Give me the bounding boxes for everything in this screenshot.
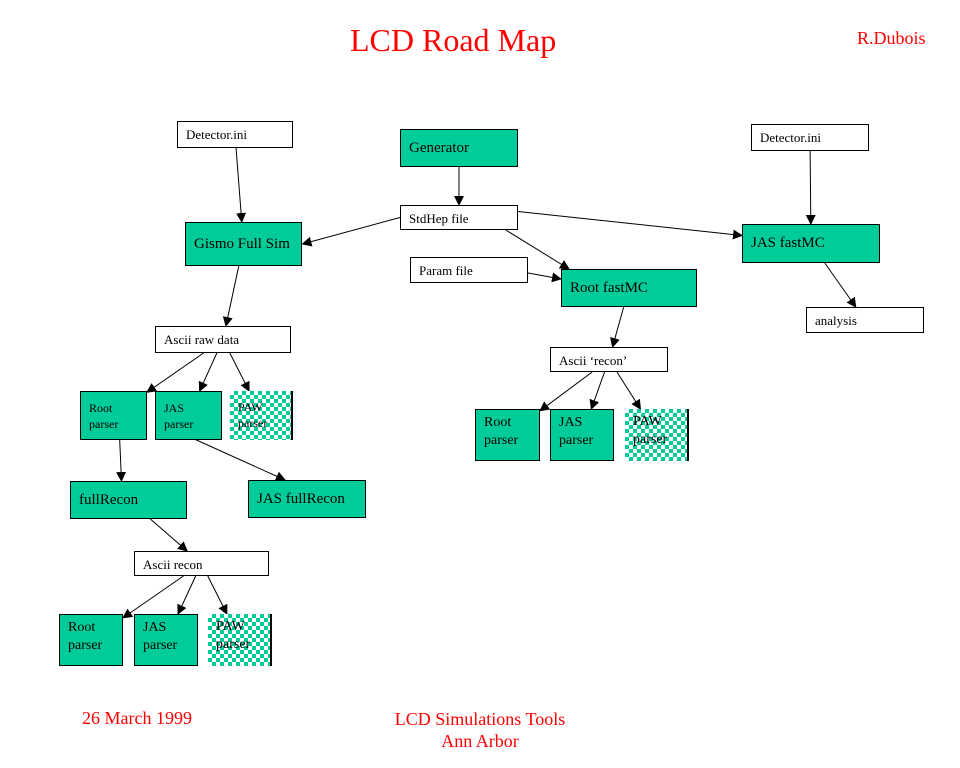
node-label-line2: parser [143, 638, 178, 653]
rec-root-parser-box[interactable]: Root parser [59, 614, 123, 666]
node-label: Detector.ini [760, 130, 822, 145]
node-label-line1: PAW [238, 400, 263, 414]
node-label-line2: parser [633, 432, 668, 447]
raw-paw-parser-box[interactable]: PAW parser [230, 391, 293, 440]
node-label-line1: Root [68, 620, 96, 635]
node-label: JAS fullRecon [257, 490, 345, 507]
node-label-line2: parser [89, 417, 119, 431]
arrow-raw-jas-parser-to-jas-full-recon [186, 435, 286, 481]
arrow-ascii-recon-to-rec-paw-parser [207, 575, 228, 615]
jas-full-recon-box[interactable]: JAS fullRecon [248, 480, 366, 518]
param-file-box[interactable]: Param file [410, 257, 528, 283]
arrow-full-recon-to-ascii-recon [150, 518, 188, 552]
arrow-gismo-full-sim-to-ascii-raw-data [222, 265, 240, 327]
arrow-detector-ini-left-to-gismo-full-sim [235, 147, 247, 223]
rec-jas-parser-box[interactable]: JAS parser [134, 614, 198, 666]
node-label-line1: Root [89, 401, 113, 415]
node-label-line2: parser [559, 433, 594, 448]
analysis-box[interactable]: analysis [806, 307, 924, 333]
footer-event-location: Ann Arbor [441, 731, 519, 751]
arrow-ascii-raw-data-to-raw-paw-parser [229, 352, 250, 392]
node-label-line1: JAS [143, 620, 167, 635]
arrow-ascii-raw-data-to-raw-root-parser [146, 352, 204, 393]
arrow-ascii-recon-quoted-to-fmc-root-parser [539, 371, 593, 412]
arrow-stdhep-file-to-gismo-full-sim [301, 217, 401, 247]
arrow-param-file-to-root-fastmc [527, 272, 562, 283]
footer-event-title: LCD Simulations Tools [394, 709, 566, 729]
footer-event: LCD Simulations Tools Ann Arbor [380, 708, 580, 752]
node-label: Ascii recon [143, 557, 203, 572]
arrow-ascii-raw-data-to-raw-jas-parser [198, 352, 218, 392]
arrow-stdhep-file-to-jas-fastmc [517, 211, 743, 240]
arrow-ascii-recon-quoted-to-fmc-jas-parser [589, 371, 606, 410]
node-label-line1: Root [484, 415, 512, 430]
jas-fastmc-box[interactable]: JAS fastMC [742, 224, 880, 263]
arrow-root-fastmc-to-ascii-recon-quoted [610, 306, 625, 348]
ascii-raw-data-box[interactable]: Ascii raw data [155, 326, 291, 353]
rec-paw-parser-box[interactable]: PAW parser [208, 614, 272, 666]
arrow-jas-fastmc-to-analysis [824, 262, 857, 308]
node-label-line1: JAS [164, 401, 185, 415]
node-label-line1: PAW [633, 414, 662, 429]
arrow-detector-ini-right-to-jas-fastmc [805, 150, 816, 225]
raw-root-parser-box[interactable]: Root parser [80, 391, 147, 440]
node-label-line2: parser [164, 417, 194, 431]
stdhep-file-box[interactable]: StdHep file [400, 205, 518, 230]
node-label: Ascii ‘recon’ [559, 353, 628, 368]
fmc-root-parser-box[interactable]: Root parser [475, 409, 540, 461]
arrow-ascii-recon-to-rec-jas-parser [177, 575, 197, 615]
node-label: Root fastMC [570, 279, 648, 296]
footer-date: 26 March 1999 [82, 708, 192, 728]
page-title: LCD Road Map [350, 22, 557, 58]
node-label: analysis [815, 313, 857, 328]
arrow-raw-root-parser-to-full-recon [116, 435, 127, 482]
node-label: fullRecon [79, 491, 139, 508]
node-label: Ascii raw data [164, 332, 240, 347]
node-label: Param file [419, 263, 473, 278]
node-label: Gismo Full Sim [194, 235, 290, 252]
node-label-line2: parser [216, 637, 251, 652]
raw-jas-parser-box[interactable]: JAS parser [155, 391, 222, 440]
node-label-line1: JAS [559, 415, 583, 430]
node-label-line2: parser [484, 433, 519, 448]
ascii-recon-box[interactable]: Ascii recon [134, 551, 269, 576]
node-label: JAS fastMC [751, 235, 825, 251]
generator-box[interactable]: Generator [400, 129, 518, 167]
fmc-paw-parser-box[interactable]: PAW parser [625, 409, 689, 461]
node-label: StdHep file [409, 211, 469, 226]
node-label: Generator [409, 139, 469, 156]
arrow-stdhep-file-to-root-fastmc [504, 229, 570, 270]
node-label-line2: parser [68, 638, 103, 653]
ascii-recon-quoted-box[interactable]: Ascii ‘recon’ [550, 347, 668, 372]
arrow-ascii-recon-quoted-to-fmc-paw-parser [616, 371, 642, 410]
root-fastmc-box[interactable]: Root fastMC [561, 269, 697, 307]
node-label-line2: parser [238, 416, 268, 430]
detector-ini-left-box[interactable]: Detector.ini [177, 121, 293, 148]
node-label: Detector.ini [186, 127, 248, 142]
full-recon-box[interactable]: fullRecon [70, 481, 187, 519]
fmc-jas-parser-box[interactable]: JAS parser [550, 409, 614, 461]
node-label-line1: PAW [216, 619, 245, 634]
gismo-full-sim-box[interactable]: Gismo Full Sim [185, 222, 302, 266]
author-label: R.Dubois [857, 28, 926, 48]
arrow-ascii-recon-to-rec-root-parser [122, 575, 184, 619]
detector-ini-right-box[interactable]: Detector.ini [751, 124, 869, 151]
